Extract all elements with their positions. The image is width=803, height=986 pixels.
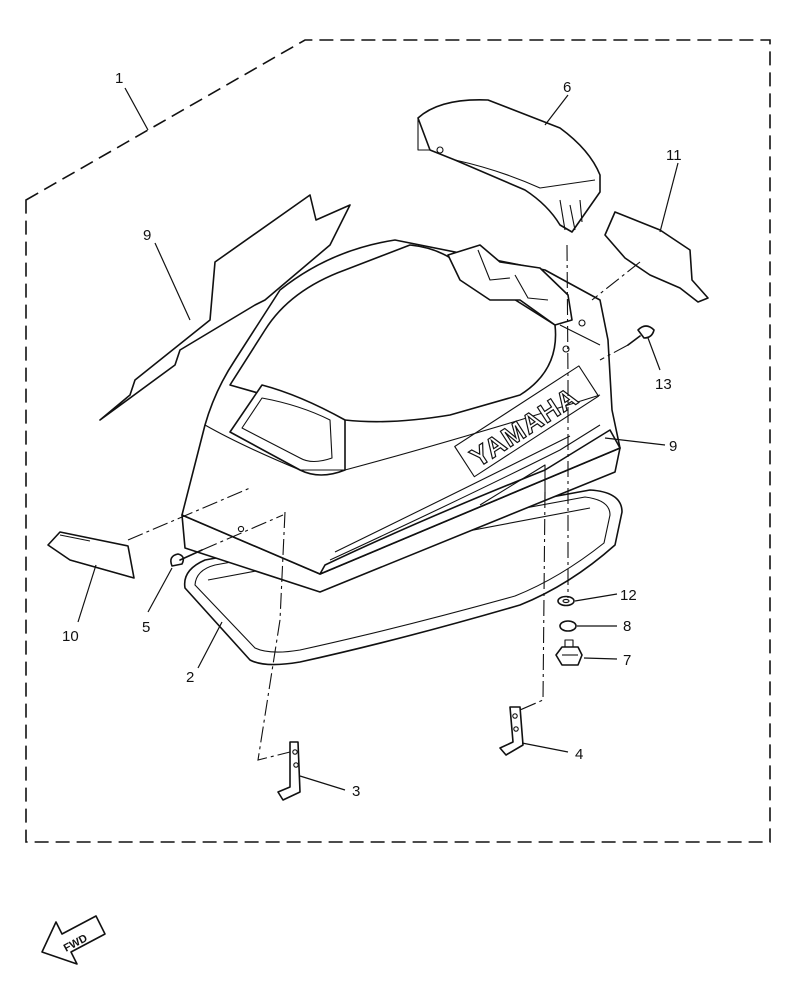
callout-9b: 9	[669, 438, 677, 455]
callout-13: 13	[655, 376, 672, 393]
part-4-bracket	[499, 706, 524, 756]
callout-11: 11	[666, 147, 682, 164]
callout-10: 10	[62, 628, 79, 645]
callout-2: 2	[186, 669, 194, 686]
part-7-nut	[555, 639, 583, 666]
part-8-lock-washer	[559, 620, 577, 632]
callout-5: 5	[142, 619, 150, 636]
leader-lines	[77, 87, 679, 791]
part-9-decal-left	[99, 194, 351, 421]
callout-8: 8	[623, 618, 631, 635]
logo-outline	[454, 365, 600, 478]
assembly-boundary	[25, 39, 771, 843]
top-cowling-body	[181, 239, 621, 575]
fwd-arrow-icon: FWD	[41, 915, 106, 965]
part-5-screw	[170, 549, 203, 567]
part-6-handle-cover	[417, 99, 601, 233]
washer-hole	[562, 598, 570, 604]
part-11-decal-right	[604, 211, 709, 303]
callout-12: 12	[620, 587, 637, 604]
part-12-washer	[557, 595, 575, 607]
callout-6: 6	[563, 79, 571, 96]
part-3-bracket	[277, 741, 301, 801]
part-13-screw	[627, 325, 655, 346]
callout-1: 1	[115, 70, 123, 87]
alignment-lines	[127, 244, 641, 761]
callout-7: 7	[623, 652, 631, 669]
callout-labels: 1 2 3 4 5 6 7 8 9 9 10 11 12 13	[62, 70, 682, 800]
callout-3: 3	[352, 783, 360, 800]
callout-4: 4	[575, 746, 583, 763]
part-10-decal-plate	[47, 531, 135, 579]
callout-9a: 9	[143, 227, 151, 244]
